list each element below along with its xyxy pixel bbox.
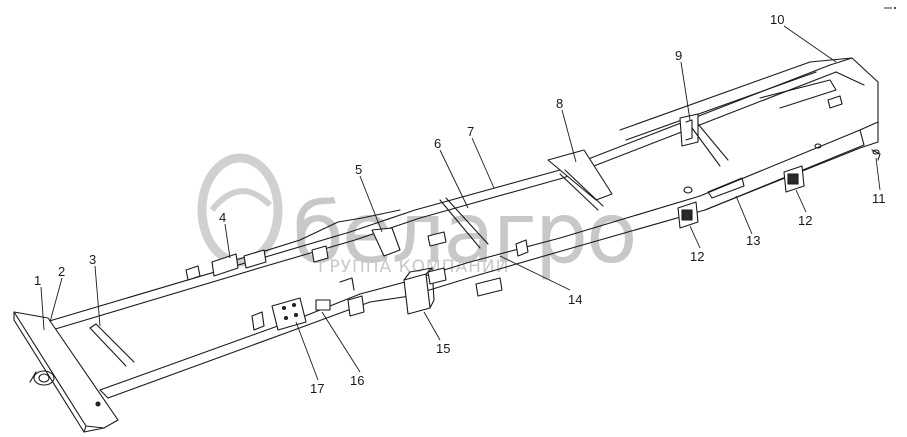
callout-12-rear: 12 xyxy=(798,213,812,228)
callout-5: 5 xyxy=(355,162,362,177)
callout-8: 8 xyxy=(556,96,563,111)
chassis-frame xyxy=(13,57,881,433)
callout-12-front: 12 xyxy=(690,249,704,264)
spring-bracket-rear-12 xyxy=(783,165,805,193)
left-rail-small-brackets xyxy=(311,231,529,297)
callout-15: 15 xyxy=(436,341,450,356)
front-bumper xyxy=(13,311,119,433)
callout-3: 3 xyxy=(89,252,96,267)
callout-10: 10 xyxy=(770,12,784,27)
callout-4: 4 xyxy=(219,210,226,225)
cross-member-middle xyxy=(371,197,489,257)
watermark-subtitle: ГРУППА КОМПАНИЙ xyxy=(318,255,509,277)
callout-14: 14 xyxy=(568,292,582,307)
callout-13: 13 xyxy=(746,233,760,248)
callout-2: 2 xyxy=(58,264,65,279)
callout-7: 7 xyxy=(467,124,474,139)
bracket-4 xyxy=(185,249,267,281)
bracket-17 xyxy=(251,297,307,331)
spring-bracket-front-12 xyxy=(677,201,699,229)
callout-6: 6 xyxy=(434,136,441,151)
corner-mark xyxy=(884,7,896,9)
bracket-16 xyxy=(315,295,365,317)
leader-lines xyxy=(40,25,881,381)
cross-member-8 xyxy=(547,149,613,211)
cross-member-front xyxy=(89,323,135,367)
callout-17: 17 xyxy=(310,381,324,396)
rear-hook-11 xyxy=(871,149,881,161)
callout-16: 16 xyxy=(350,373,364,388)
callout-1: 1 xyxy=(34,273,41,288)
rear-panel xyxy=(619,57,853,199)
callout-11: 11 xyxy=(872,191,886,206)
callouts: 1 2 3 4 5 6 7 8 9 10 11 12 12 13 14 15 1… xyxy=(34,12,886,396)
cross-member-9 xyxy=(679,113,729,167)
callout-9: 9 xyxy=(675,48,682,63)
